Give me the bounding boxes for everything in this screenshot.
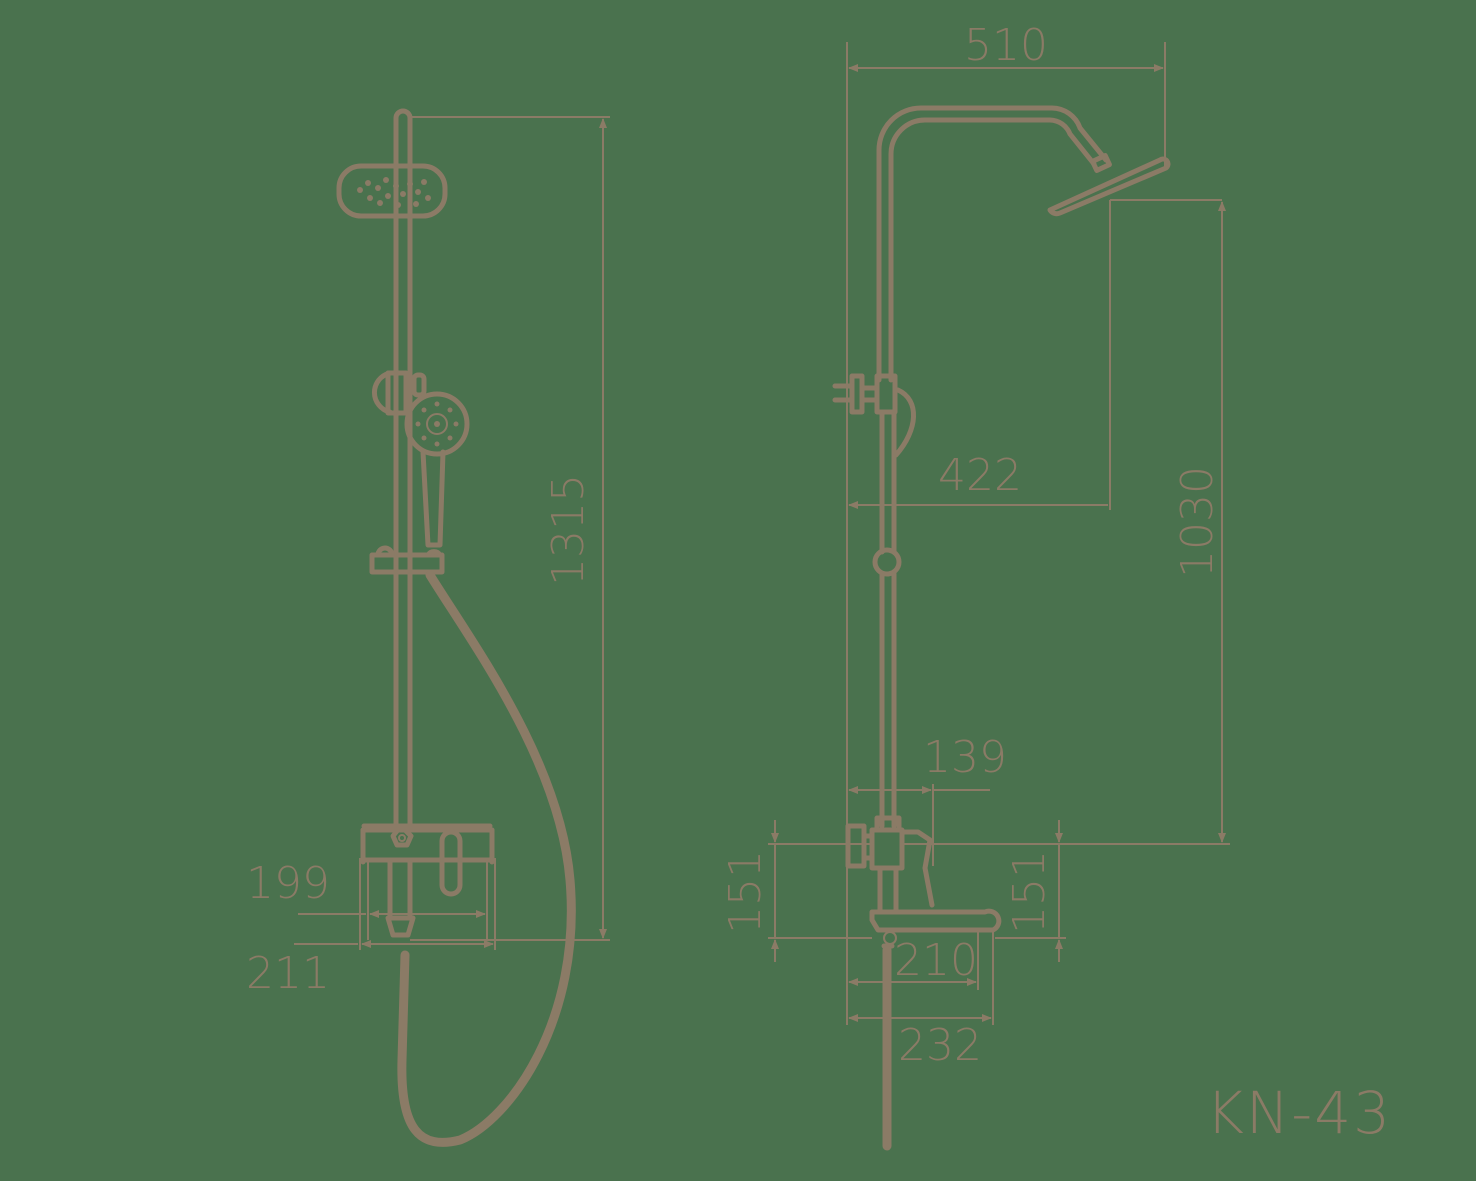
side-view: 510 422 1030 139 151 [720, 20, 1230, 1151]
slide-holder-front [372, 370, 409, 416]
dimension-label-232: 232 [898, 1020, 982, 1071]
dimension-label-210: 210 [894, 935, 978, 986]
dimension-510: 510 [848, 20, 1166, 168]
dimension-label-151-left: 151 [720, 850, 771, 934]
dimension-label-422: 422 [938, 450, 1022, 501]
dimension-1315: 1315 [410, 116, 610, 941]
overhead-shower-head-icon [336, 163, 448, 219]
dimension-label-151-right: 151 [1004, 850, 1055, 934]
shower-hose [397, 570, 576, 1147]
dimension-label-510: 510 [964, 20, 1048, 71]
front-view: 1315 199 211 [246, 108, 610, 1147]
overhead-shower-head-side-icon [1047, 153, 1222, 217]
dimension-151-right: 151 [995, 820, 1066, 962]
dimension-151-left: 151 [720, 820, 872, 962]
dimension-199: 199 [246, 858, 488, 940]
dimension-210: 210 [848, 930, 979, 990]
mixer-body-front [360, 823, 495, 938]
dimension-label-1030: 1030 [1172, 466, 1223, 578]
dimension-211: 211 [246, 858, 496, 999]
dimension-label-139: 139 [923, 732, 1007, 783]
hand-shower-bracket [369, 545, 445, 575]
slide-holder-side [832, 373, 916, 458]
riser-arm-side [872, 105, 1109, 829]
mixer-body-side [845, 815, 1002, 949]
riser-pipe-front [393, 108, 413, 828]
dimension-label-1315: 1315 [543, 474, 594, 586]
hand-shower-icon [404, 372, 470, 548]
dimension-422: 422 [848, 200, 1111, 510]
dimension-1030: 1030 [900, 201, 1230, 845]
dimension-139: 139 [848, 732, 1007, 866]
dimension-label-211: 211 [246, 948, 330, 999]
dimension-232: 232 [848, 930, 994, 1071]
dimension-label-199: 199 [246, 858, 330, 909]
model-label: KN-43 [1206, 1079, 1392, 1147]
